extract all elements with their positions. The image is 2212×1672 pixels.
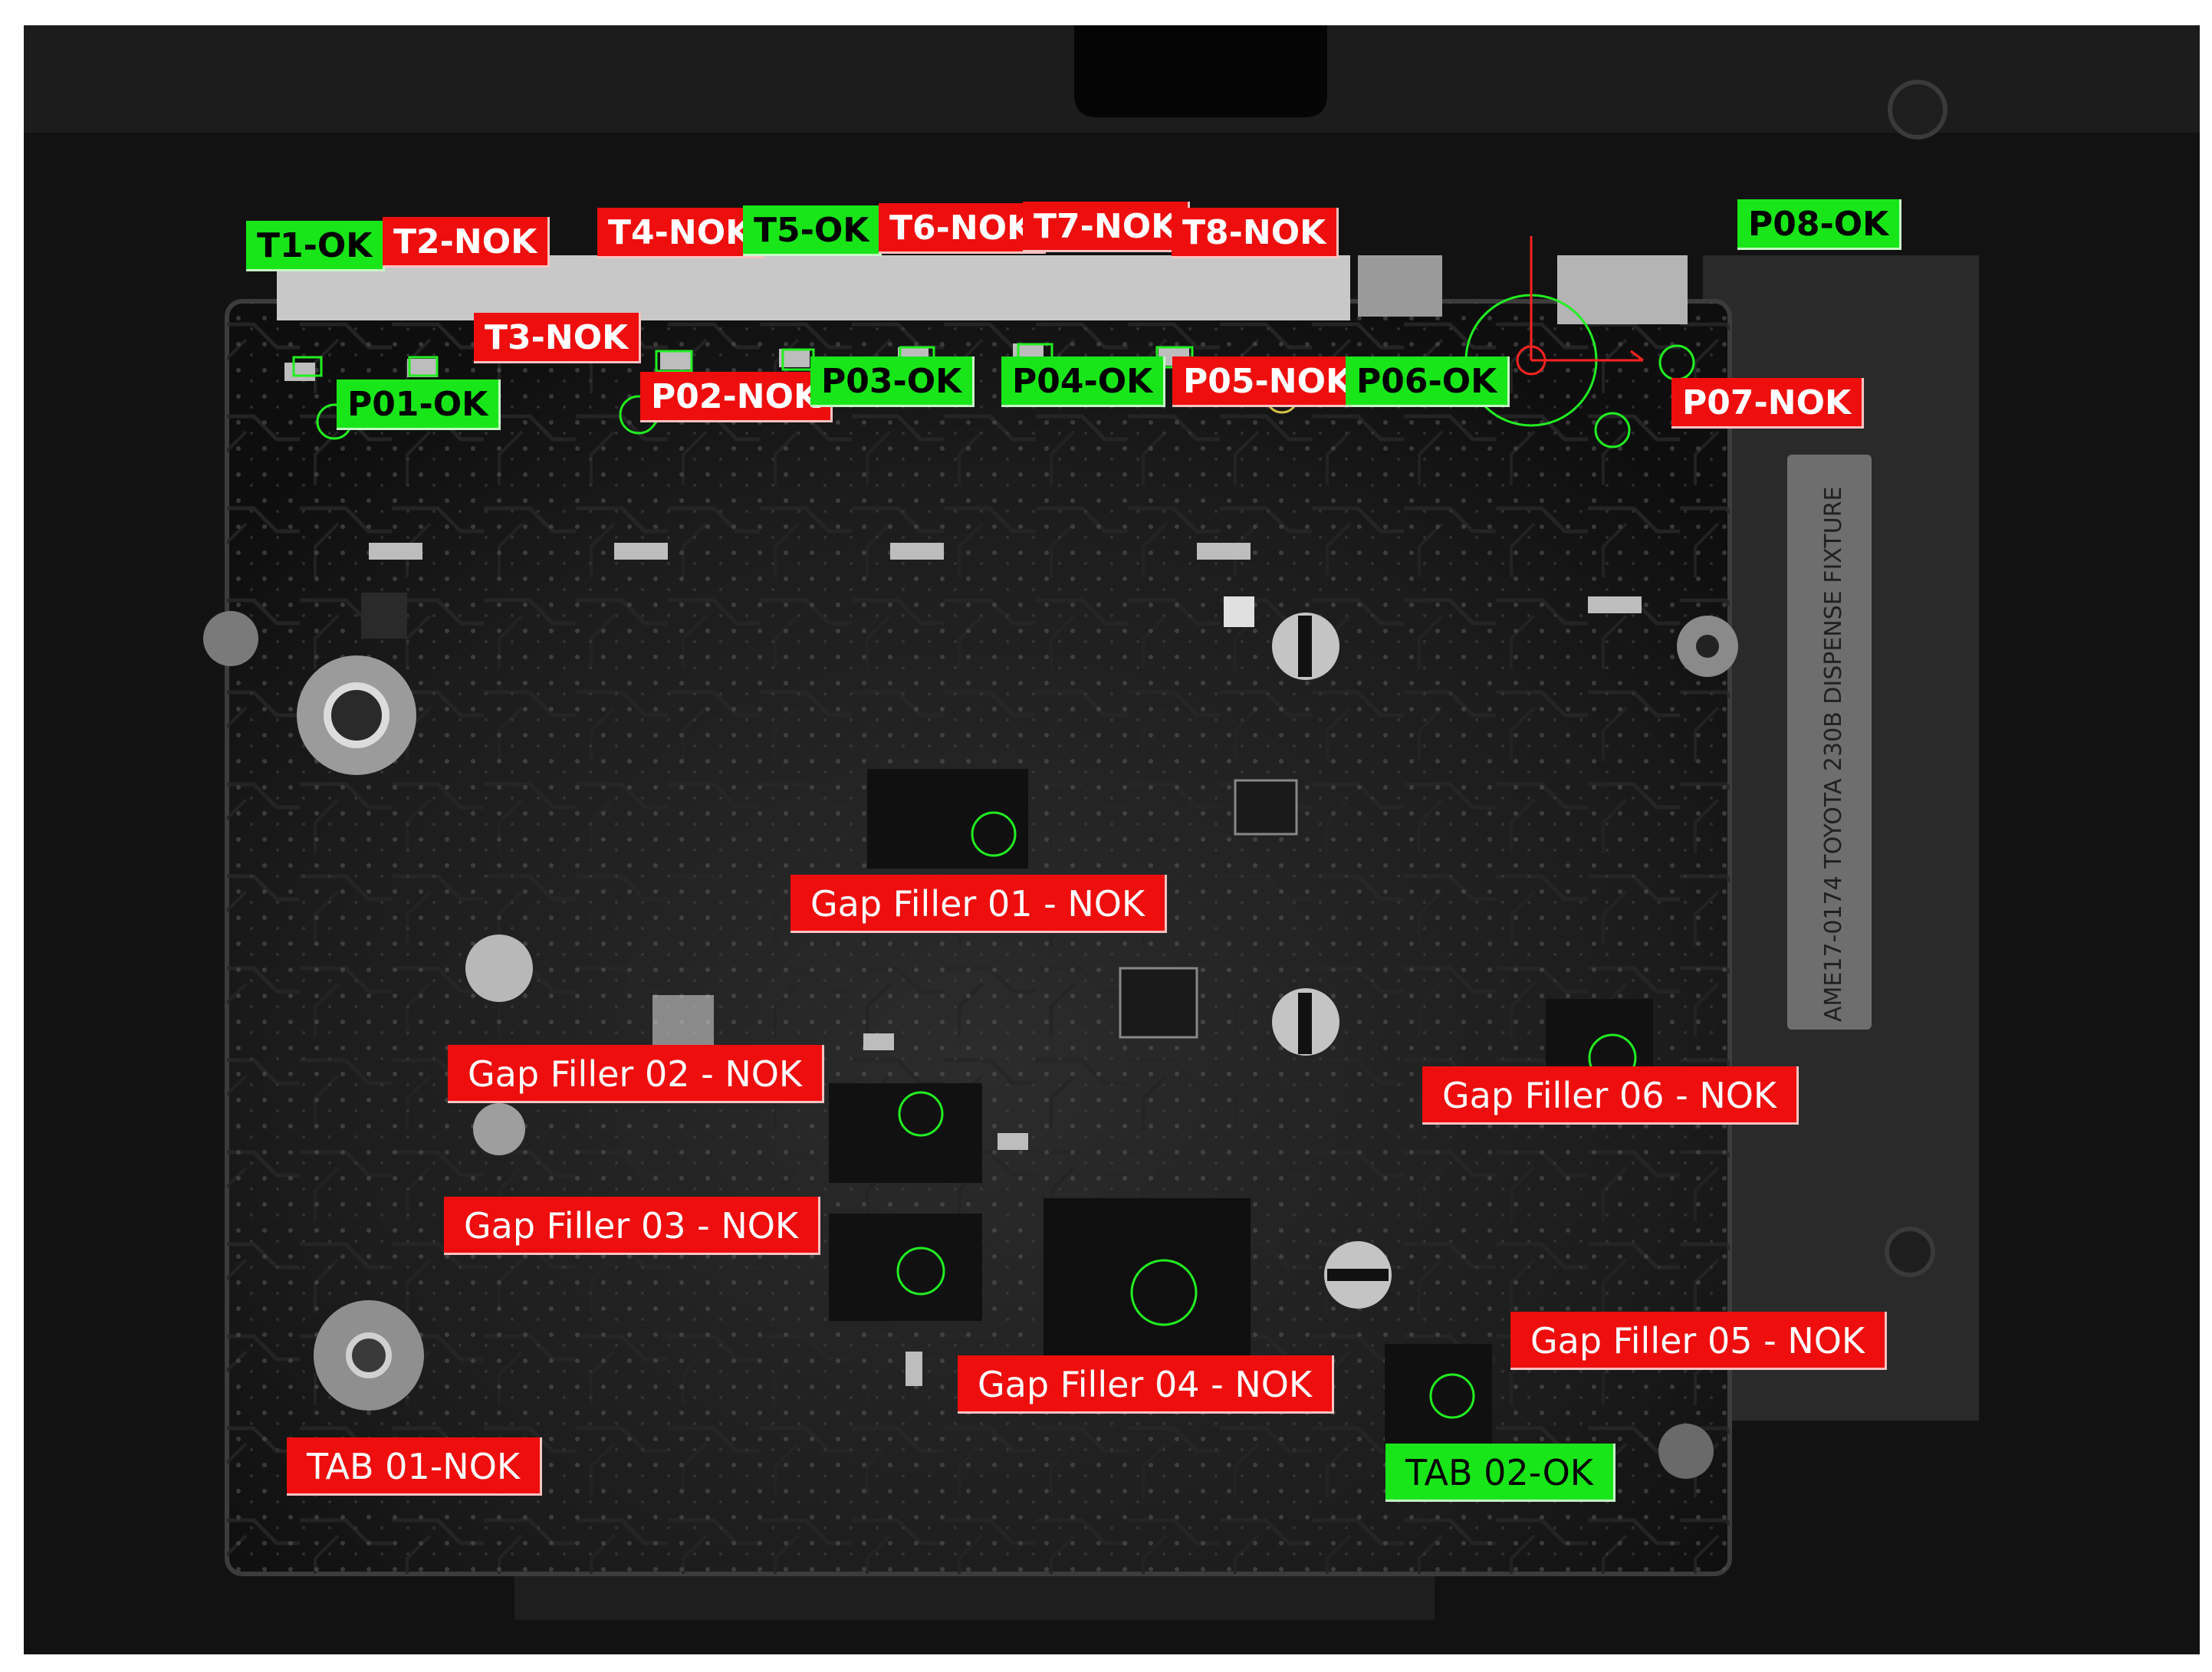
standoff-slot: [1327, 1269, 1389, 1281]
standoff-clip: [473, 1103, 525, 1155]
ic-chip: [829, 1214, 982, 1321]
fixture-bottom-rail: [514, 1574, 1435, 1620]
standoff-slot: [1298, 616, 1312, 677]
ic-chip: [867, 769, 1028, 869]
label-t1: T1-OK: [246, 221, 386, 271]
pcb-photo: AME17-0174 TOYOTA 230B DISPENSE FIXTURE: [24, 25, 2200, 1654]
ic-chip: [1385, 1344, 1492, 1451]
label-tab-01: TAB 01-NOK: [287, 1437, 543, 1496]
label-gap-filler-03: Gap Filler 03 - NOK: [444, 1197, 821, 1255]
mounting-hole: [346, 1332, 392, 1378]
gap-filler-markers: [896, 811, 1637, 1419]
fixture-sticker-text: AME17-0174 TOYOTA 230B DISPENSE FIXTURE: [1820, 487, 1847, 1023]
label-t2: T2-NOK: [383, 217, 551, 268]
fixture-screw: [1888, 80, 1947, 140]
mounting-hole: [1696, 635, 1719, 658]
standoff-clip: [465, 935, 533, 1002]
fixture-notch: [1074, 25, 1327, 117]
label-gap-filler-06: Gap Filler 06 - NOK: [1422, 1066, 1800, 1125]
component: [1224, 596, 1254, 627]
label-p08: P08-OK: [1737, 199, 1902, 250]
label-p05: P05-NOK: [1172, 356, 1366, 407]
mounting-boss: [203, 611, 258, 666]
label-p04: P04-OK: [1001, 356, 1166, 407]
label-t5: T5-OK: [743, 205, 882, 256]
label-p07: P07-NOK: [1671, 378, 1865, 429]
label-gap-filler-01: Gap Filler 01 - NOK: [790, 875, 1168, 933]
label-gap-filler-02: Gap Filler 02 - NOK: [448, 1045, 825, 1103]
standoff-slot: [1298, 993, 1312, 1054]
ic-chip: [1044, 1198, 1251, 1375]
label-t4: T4-NOK: [597, 208, 765, 258]
fixture-sticker-box: [1787, 455, 1872, 1030]
inspection-camera-image: AME17-0174 TOYOTA 230B DISPENSE FIXTURE: [24, 25, 2200, 1654]
mounting-hole: [324, 682, 389, 748]
label-t3: T3-NOK: [474, 313, 642, 363]
component: [361, 593, 407, 639]
label-p02: P02-NOK: [640, 372, 833, 422]
pcb-connector-block: [1358, 255, 1442, 317]
label-tab-02: TAB 02-OK: [1385, 1444, 1615, 1502]
label-p06: P06-OK: [1346, 356, 1510, 407]
label-t7: T7-NOK: [1023, 202, 1191, 252]
component-grid: [652, 995, 714, 1049]
label-t8: T8-NOK: [1172, 208, 1339, 258]
ic-chip: [1119, 967, 1198, 1039]
label-p03: P03-OK: [810, 356, 975, 407]
ic-chip: [1234, 779, 1298, 836]
label-gap-filler-05: Gap Filler 05 - NOK: [1510, 1312, 1888, 1370]
label-gap-filler-04: Gap Filler 04 - NOK: [958, 1355, 1335, 1414]
pcb-connector-block: [1557, 255, 1688, 324]
mounting-boss: [1658, 1424, 1714, 1479]
label-t6: T6-NOK: [879, 203, 1047, 254]
fixture-screw: [1885, 1227, 1935, 1277]
label-p01: P01-OK: [337, 379, 501, 430]
